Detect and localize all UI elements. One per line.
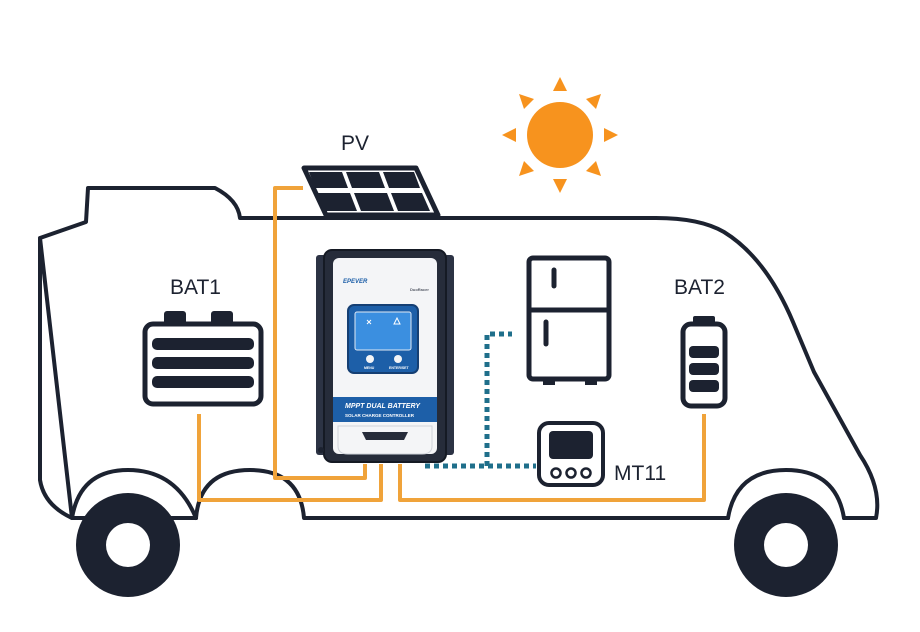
menu-button-label: MENU xyxy=(364,366,375,370)
warning-glyph-icon xyxy=(393,316,401,325)
power-wires xyxy=(197,186,706,502)
pv-label: PV xyxy=(341,132,369,155)
battery-bat1-icon xyxy=(142,311,264,407)
rv-body-outline xyxy=(38,186,880,520)
wheel-front xyxy=(76,493,180,597)
enter-set-button-label: ENTER/SET xyxy=(389,366,410,370)
bat1-wire xyxy=(197,414,383,502)
lcd-screen xyxy=(354,311,412,351)
battery-bat2-icon xyxy=(680,316,728,409)
controller-line2: SOLAR CHARGE CONTROLLER xyxy=(345,413,415,418)
controller-handle-slot xyxy=(362,432,408,440)
fridge-comm-wire xyxy=(484,331,512,466)
sun-glyph-icon xyxy=(366,319,372,325)
fridge-icon xyxy=(526,255,612,385)
mt11-meter-icon xyxy=(537,421,605,487)
comm-wires xyxy=(425,331,536,469)
controller-line1: MPPT DUAL BATTERY xyxy=(345,403,421,410)
pv-panel-icon xyxy=(301,165,441,218)
controller-label-band xyxy=(333,397,437,422)
bat2-wire xyxy=(398,414,706,502)
controller-series: DuoRacer xyxy=(410,287,429,292)
controller-brand: EPEVER xyxy=(343,279,368,285)
enter-set-button[interactable] xyxy=(394,355,402,363)
mppt-controller: EPEVER DuoRacer MENU ENTER/SET MPPT DUAL… xyxy=(316,249,454,463)
rv-front-arch xyxy=(70,468,198,520)
bat1-label: BAT1 xyxy=(170,276,221,299)
menu-button[interactable] xyxy=(366,355,374,363)
screw-icon xyxy=(318,447,324,453)
sun-icon xyxy=(502,77,618,193)
mt11-label: MT11 xyxy=(614,462,666,485)
rv-rear-arch xyxy=(726,468,846,520)
pv-wire xyxy=(273,186,367,480)
bat2-label: BAT2 xyxy=(674,276,725,299)
wheel-rear xyxy=(734,493,838,597)
